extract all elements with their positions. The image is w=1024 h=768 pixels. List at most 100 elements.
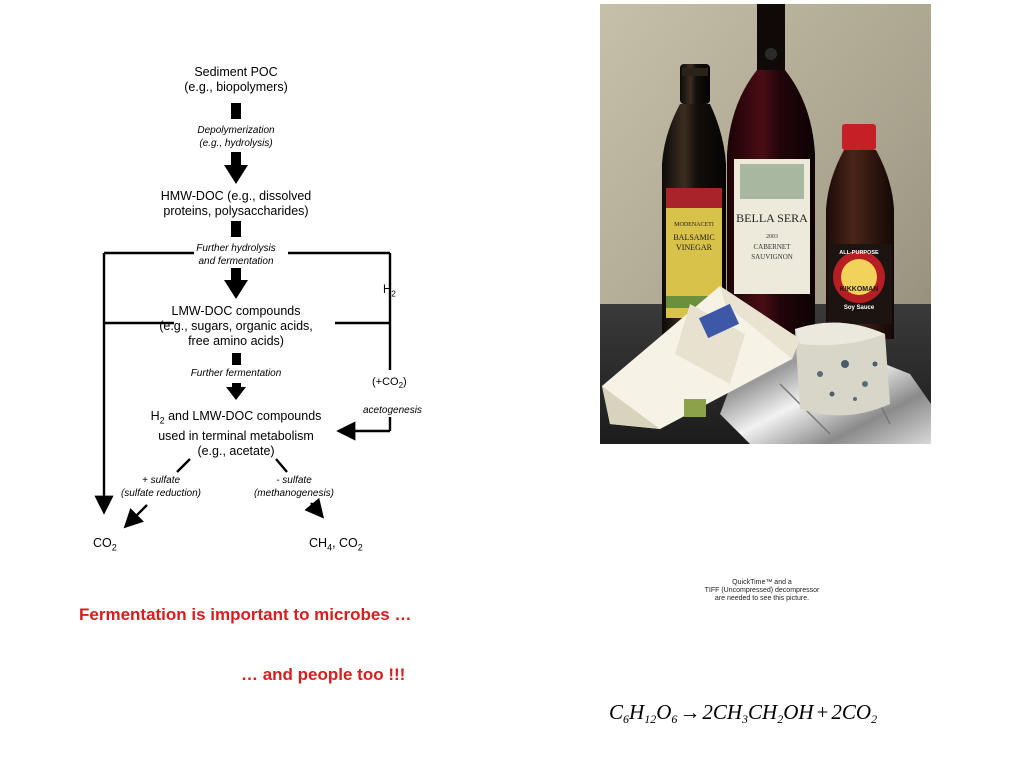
node-sediment-poc-line1: Sediment POC — [194, 65, 278, 79]
label-further-hydrolysis: Further hydrolysis and fermentation — [176, 242, 296, 268]
node-hmw-doc: HMW-DOC (e.g., dissolved proteins, polys… — [131, 189, 341, 219]
sulfate-reduction-arrow — [123, 504, 148, 529]
eq-arrow: → — [679, 700, 701, 724]
h2-lmw-rest: and LMW-DOC compounds — [164, 409, 322, 423]
plus-co2-sub: 2 — [398, 381, 404, 391]
label-depolymerization-line1: Depolymerization — [197, 125, 275, 136]
node-hmw-doc-line2: proteins, polysaccharides) — [163, 204, 309, 218]
sulfate-reduction-line — [176, 458, 191, 473]
node-h2-lmw-doc-line3: (e.g., acetate) — [197, 443, 275, 458]
node-lmw-doc: LMW-DOC compounds (e.g., sugars, organic… — [141, 304, 331, 349]
eq-p4: 2CO — [831, 700, 872, 724]
quicktime-line2: TIFF (Uncompressed) decompressor — [704, 587, 820, 594]
food-photo: MODENACETI BALSAMIC VINEGAR BELLA SERA 2… — [600, 4, 931, 444]
label-minus-sulfate: - sulfate (methanogenesis) — [242, 474, 346, 500]
product-co2-sub: 2 — [111, 542, 117, 553]
quicktime-placeholder: QuickTime™ and a TIFF (Uncompressed) dec… — [682, 579, 842, 603]
eq-plus: + — [816, 700, 829, 724]
wine-label-line1: CABERNET — [754, 243, 792, 251]
eq-p1: 2CH — [702, 700, 743, 724]
block-arrow-6-stem — [232, 383, 241, 388]
wine-bottle: BELLA SERA 2003 CABERNET SAUVIGNON — [727, 4, 815, 334]
eq-p2: CH — [748, 700, 778, 724]
block-arrow-6-head — [226, 387, 246, 400]
balsamic-bottle: MODENACETI BALSAMIC VINEGAR — [662, 64, 726, 339]
h2-lmw-h: H — [150, 409, 160, 423]
node-h2-lmw-doc-line1: H2 and LMW-DOC compounds — [131, 409, 341, 429]
eq-o-sub: 6 — [671, 712, 678, 726]
brie-cheese — [602, 286, 800, 429]
quicktime-line1: QuickTime™ and a — [732, 579, 792, 586]
label-acetogenesis: acetogenesis — [363, 405, 422, 416]
plus-co2-pre: (+CO — [372, 376, 399, 388]
block-arrow-4-stem — [231, 268, 241, 281]
label-further-hydrolysis-line1: Further hydrolysis — [196, 243, 276, 254]
h2-lmw-sub: 2 — [159, 415, 165, 426]
eq-c: C — [609, 700, 624, 724]
eq-p3: OH — [783, 700, 814, 724]
wine-label-line2: SAUVIGNON — [751, 253, 793, 261]
label-depolymerization: Depolymerization (e.g., hydrolysis) — [166, 124, 306, 150]
soy-bottle: ALL-PURPOSE KIKKOMAN Soy Sauce — [826, 124, 894, 339]
product-co2b: , CO — [332, 536, 358, 550]
block-arrow-1-stem — [231, 103, 241, 119]
methanogenesis-line — [275, 458, 288, 473]
node-lmw-doc-line2: (e.g., sugars, organic acids, — [159, 319, 313, 333]
left-co2-path — [94, 251, 194, 515]
product-ch4-co2: CH4, CO2 — [309, 536, 363, 556]
caption-people: … and people too !!! — [241, 665, 406, 684]
label-plus-sulfate: + sulfate (sulfate reduction) — [106, 474, 216, 500]
methanogenesis-arrow — [304, 497, 325, 519]
caption-microbes: Fermentation is important to microbes … — [79, 605, 412, 624]
food-photo-svg: MODENACETI BALSAMIC VINEGAR BELLA SERA 2… — [600, 4, 931, 444]
quicktime-line3: are needed to see this picture. — [714, 595, 810, 602]
node-h2-lmw-doc-line2: used in terminal metabolism — [158, 428, 314, 443]
product-ch4: CH — [309, 536, 328, 550]
label-further-hydrolysis-line2: and fermentation — [198, 256, 274, 267]
block-arrow-5-stem — [232, 353, 241, 365]
fermentation-equation: C6H12O6→2CH3CH2OH+2CO2 — [609, 700, 877, 727]
label-further-fermentation: Further fermentation — [190, 368, 282, 379]
label-depolymerization-line2: (e.g., hydrolysis) — [199, 138, 273, 149]
product-co2: CO2 — [93, 536, 117, 556]
balsamic-label-line2: VINEGAR — [676, 243, 713, 252]
wine-label-year: 2003 — [766, 234, 778, 240]
product-ch4-sub: 4 — [327, 542, 333, 553]
balsamic-label-line1: BALSAMIC — [673, 233, 714, 242]
eq-h-sub: 12 — [644, 712, 657, 726]
plus-co2-post: ) — [403, 376, 407, 388]
balsamic-label-brand: MODENACETI — [674, 222, 714, 228]
soy-label-top: ALL-PURPOSE — [839, 250, 879, 256]
label-plus-sulfate-line2: (sulfate reduction) — [120, 488, 202, 499]
eq-o: O — [656, 700, 672, 724]
node-h2-lmw-doc: H2 and LMW-DOC compounds used in termina… — [131, 409, 341, 459]
block-arrow-2-head — [224, 165, 248, 184]
label-h2: H2 — [383, 284, 396, 298]
label-plus-co2: (+CO2) — [372, 376, 407, 390]
eq-p2-sub: 2 — [777, 712, 784, 726]
eq-p1-sub: 3 — [742, 712, 749, 726]
label-minus-sulfate-line2: (methanogenesis) — [253, 488, 335, 499]
node-hmw-doc-line1: HMW-DOC (e.g., dissolved — [160, 189, 312, 203]
block-arrow-2-stem — [231, 152, 241, 166]
label-minus-sulfate-line1: - sulfate — [276, 475, 312, 486]
node-sediment-poc-line2: (e.g., biopolymers) — [184, 80, 288, 94]
soy-label-product: Soy Sauce — [844, 305, 875, 311]
node-lmw-doc-line3: free amino acids) — [188, 334, 284, 348]
wine-label-brand: BELLA SERA — [736, 211, 808, 225]
product-co2b-sub: 2 — [357, 542, 363, 553]
node-lmw-doc-line1: LMW-DOC compounds — [171, 304, 301, 318]
label-plus-sulfate-line1: + sulfate — [141, 475, 181, 486]
eq-c-sub: 6 — [623, 712, 630, 726]
label-h2-sub: 2 — [391, 289, 396, 299]
block-arrow-4-head — [224, 280, 248, 299]
block-arrow-3-stem — [231, 221, 241, 237]
node-sediment-poc: Sediment POC (e.g., biopolymers) — [136, 65, 336, 95]
label-h2-h: H — [383, 284, 392, 296]
product-co2-pre: CO — [93, 536, 112, 550]
eq-p4-sub: 2 — [871, 712, 878, 726]
right-acetogenesis-path — [288, 251, 392, 441]
soy-label-brand: KIKKOMAN — [840, 286, 879, 293]
eq-h: H — [629, 700, 645, 724]
